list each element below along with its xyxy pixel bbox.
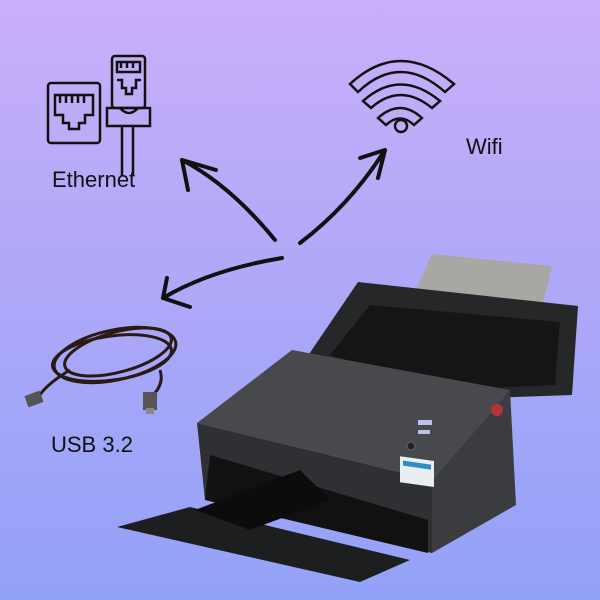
ethernet-label: Ethernet bbox=[52, 167, 136, 192]
ethernet-plug-icon bbox=[105, 54, 152, 176]
scanner-image bbox=[117, 254, 578, 582]
wifi-label: Wifi bbox=[466, 134, 503, 159]
usb-cable-icon bbox=[24, 325, 178, 414]
usb-label: USB 3.2 bbox=[51, 432, 133, 457]
arrow-icon bbox=[161, 148, 387, 309]
ethernet-port-icon bbox=[46, 81, 102, 145]
wifi-icon bbox=[348, 59, 456, 134]
